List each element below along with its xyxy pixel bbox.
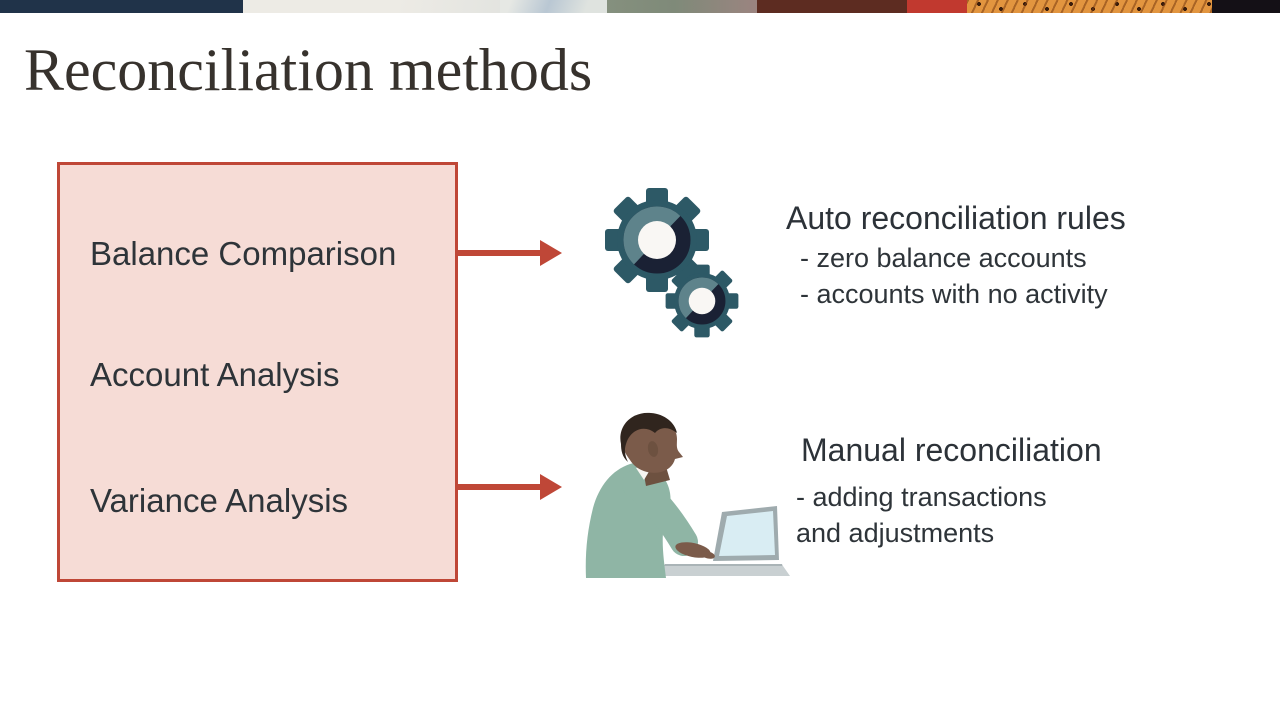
- method-item-account-analysis: Account Analysis: [90, 356, 340, 393]
- decor-segment: [1212, 0, 1280, 13]
- manual-reconciliation-bullets: - adding transactions and adjustments: [796, 479, 1047, 551]
- decor-segment: [967, 0, 1212, 13]
- decor-segment: [0, 0, 243, 13]
- arrow-shaft: [458, 484, 540, 490]
- arrow-shaft: [458, 250, 540, 256]
- arrow-head-icon: [540, 474, 562, 500]
- auto-reconciliation-heading: Auto reconciliation rules: [786, 200, 1126, 236]
- decor-segment: [607, 0, 757, 13]
- arrow-connector-bottom: [458, 474, 562, 500]
- bullet-item: - accounts with no activity: [800, 279, 1108, 309]
- page-title: Reconciliation methods: [24, 37, 593, 103]
- manual-reconciliation-heading: Manual reconciliation: [801, 432, 1102, 468]
- decor-segment: [757, 0, 907, 13]
- method-item-balance-comparison: Balance Comparison: [90, 235, 397, 272]
- method-item-variance-analysis: Variance Analysis: [90, 482, 349, 519]
- bullet-item: and adjustments: [796, 518, 995, 548]
- bullet-item: - zero balance accounts: [800, 243, 1087, 273]
- person-at-laptop-icon: [585, 412, 790, 578]
- bullet-item: - adding transactions: [796, 482, 1047, 512]
- decor-segment: [907, 0, 967, 13]
- decor-art-strip: [0, 0, 1280, 13]
- decor-segment: [500, 0, 607, 13]
- arrow-connector-top: [458, 240, 562, 266]
- methods-box: Balance Comparison Account Analysis Vari…: [57, 162, 458, 582]
- auto-reconciliation-bullets: - zero balance accounts - accounts with …: [800, 240, 1108, 312]
- arrow-head-icon: [540, 240, 562, 266]
- gears-icon: [605, 188, 739, 338]
- decor-segment: [243, 0, 500, 13]
